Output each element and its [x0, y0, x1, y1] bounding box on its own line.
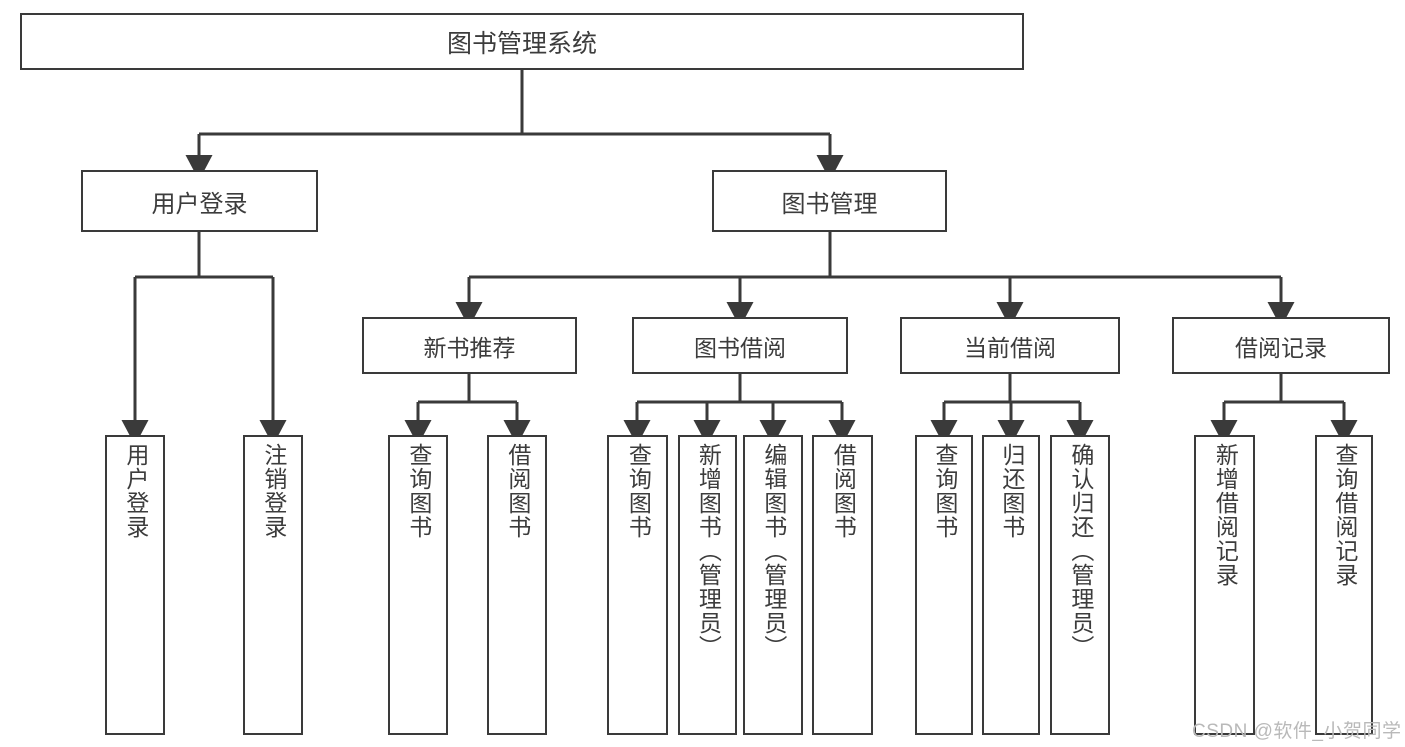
leaf-confirm-return-admin[interactable]: 确认归还（管理员）	[1050, 435, 1110, 735]
node-label: 当前借阅	[964, 334, 1056, 361]
node-label: 查询图书	[931, 443, 958, 539]
node-book-management[interactable]: 图书管理	[712, 170, 947, 232]
leaf-logout[interactable]: 注销登录	[243, 435, 303, 735]
leaf-edit-book-admin[interactable]: 编辑图书（管理员）	[743, 435, 803, 735]
node-label: 注销登录	[260, 443, 287, 539]
node-label: 图书借阅	[694, 334, 786, 361]
leaf-query-book-current[interactable]: 查询图书	[915, 435, 973, 735]
node-label: 查询图书	[625, 443, 652, 539]
leaf-user-login[interactable]: 用户登录	[105, 435, 165, 735]
node-user-login[interactable]: 用户登录	[81, 170, 318, 232]
node-label: 归还图书	[998, 443, 1025, 539]
leaf-add-borrow-record[interactable]: 新增借阅记录	[1194, 435, 1255, 735]
leaf-borrow-book-recommend[interactable]: 借阅图书	[487, 435, 547, 735]
node-label: 借阅图书	[830, 443, 857, 539]
node-label: 编辑图书（管理员）	[760, 443, 787, 659]
leaf-query-borrow-record[interactable]: 查询借阅记录	[1315, 435, 1373, 735]
csdn-watermark: CSDN @软件_小贺同学	[1192, 721, 1402, 742]
node-label: 用户登录	[122, 443, 149, 539]
node-label: 图书管理系统	[446, 29, 597, 58]
node-new-book-recommend[interactable]: 新书推荐	[362, 317, 577, 374]
node-label: 新增图书（管理员）	[695, 443, 722, 659]
leaf-query-book-borrow[interactable]: 查询图书	[607, 435, 668, 735]
leaf-query-book-recommend[interactable]: 查询图书	[388, 435, 448, 735]
node-label: 图书管理	[781, 190, 878, 218]
node-root-system[interactable]: 图书管理系统	[20, 13, 1024, 70]
node-label: 确认归还（管理员）	[1067, 443, 1094, 659]
node-current-borrow[interactable]: 当前借阅	[900, 317, 1120, 374]
leaf-add-book-admin[interactable]: 新增图书（管理员）	[678, 435, 737, 735]
node-label: 新增借阅记录	[1212, 443, 1239, 587]
node-label: 查询借阅记录	[1331, 443, 1358, 587]
node-label: 查询图书	[405, 443, 432, 539]
node-book-borrow[interactable]: 图书借阅	[632, 317, 848, 374]
leaf-return-book[interactable]: 归还图书	[982, 435, 1040, 735]
node-label: 借阅图书	[504, 443, 531, 539]
leaf-borrow-book[interactable]: 借阅图书	[812, 435, 873, 735]
node-label: 用户登录	[151, 190, 248, 218]
node-borrow-record[interactable]: 借阅记录	[1172, 317, 1390, 374]
node-label: 新书推荐	[423, 334, 516, 361]
node-label: 借阅记录	[1235, 334, 1327, 361]
